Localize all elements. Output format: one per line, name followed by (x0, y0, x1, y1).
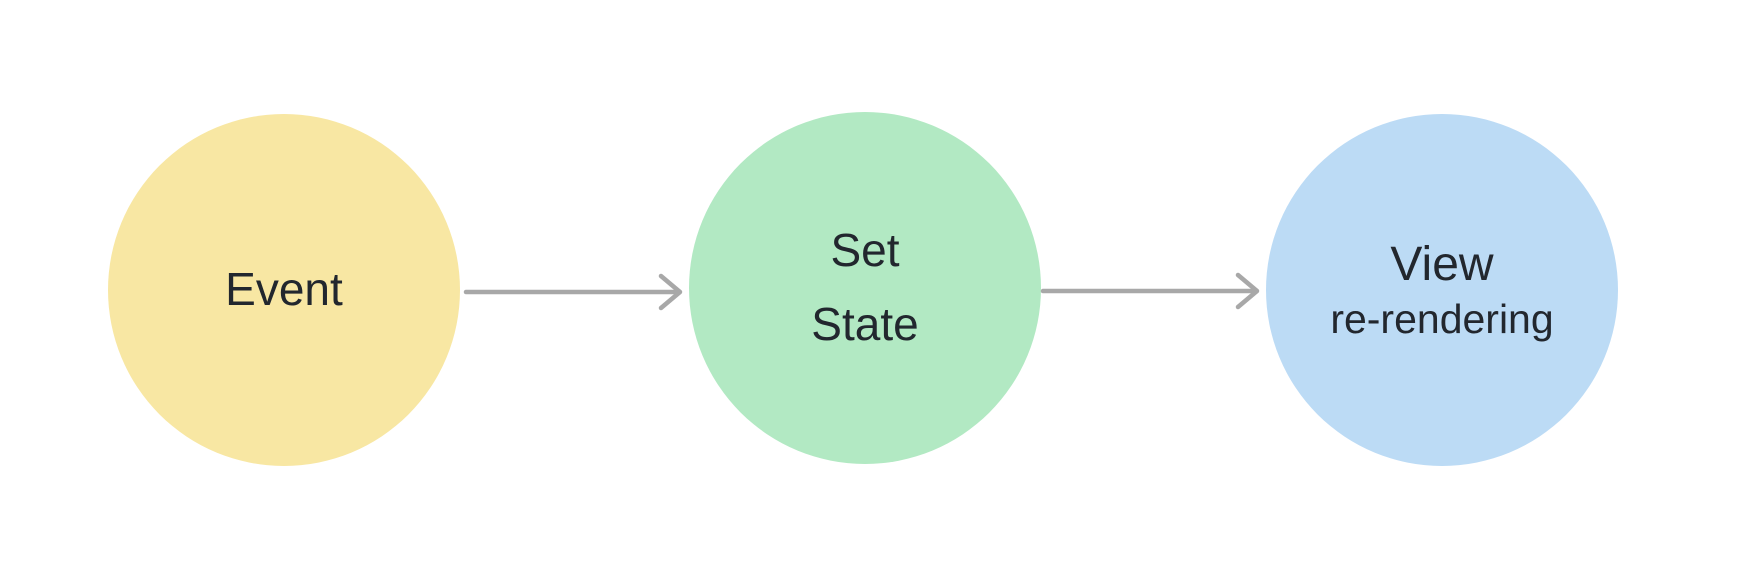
node-set-state-label-line2: State (811, 298, 919, 350)
arrowhead-right-icon (658, 273, 683, 311)
arrow-event-to-set-state (463, 273, 683, 311)
node-set-state-label-line1: Set (830, 224, 900, 277)
node-event: Event (108, 114, 460, 466)
arrowhead-right-icon (1235, 272, 1260, 310)
node-set-state: Set State (689, 112, 1041, 464)
node-view: View re-rendering (1266, 114, 1618, 466)
node-view-label: View (1390, 238, 1494, 292)
arrow-set-state-to-view (1040, 272, 1260, 310)
node-view-sublabel: re-rendering (1330, 296, 1554, 343)
node-event-label: Event (225, 263, 343, 316)
